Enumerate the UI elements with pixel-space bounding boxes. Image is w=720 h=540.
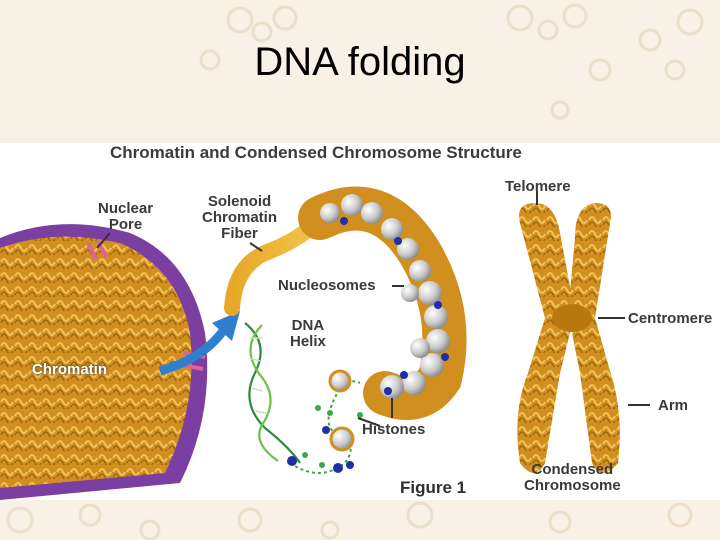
label-arm: Arm: [658, 397, 689, 414]
label-nucleosomes: Nucleosomes: [278, 277, 376, 294]
figure-caption: Figure 1: [400, 478, 467, 497]
figure-title: Chromatin and Condensed Chromosome Struc…: [110, 143, 522, 162]
nucleus: [0, 224, 208, 500]
label-telomere: Telomere: [505, 178, 571, 195]
condensed-chromosome: [517, 203, 620, 473]
slide-title: DNA folding: [254, 40, 466, 84]
label-nuclear-pore: Nuclear Pore: [98, 200, 154, 233]
label-condensed-chromosome: Condensed Chromosome: [524, 461, 621, 494]
figure-illustration: [0, 186, 650, 500]
arrow-head: [212, 311, 240, 341]
zoom-arrow: [158, 325, 229, 376]
label-histones: Histones: [362, 421, 426, 438]
label-centromere: Centromere: [628, 310, 713, 327]
label-dna-helix: DNA Helix: [290, 317, 326, 350]
label-solenoid-fiber: Solenoid Chromatin Fiber: [202, 193, 277, 242]
label-chromatin: Chromatin: [32, 361, 107, 378]
chromatin-figure: Chromatin and Condensed Chromosome Struc…: [0, 143, 720, 500]
pore-pointer: [96, 232, 111, 249]
free-histones: [287, 369, 363, 473]
nucleosome-coil: [298, 186, 467, 420]
dna-helix: [244, 322, 301, 464]
